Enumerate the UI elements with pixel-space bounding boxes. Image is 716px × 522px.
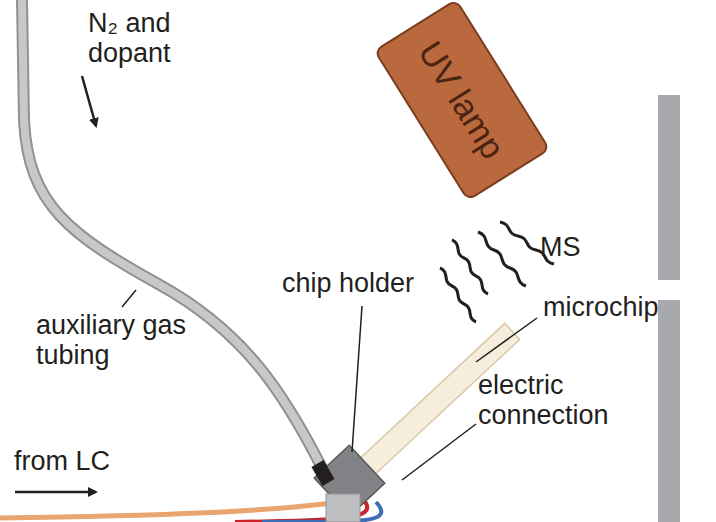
chip-holder-body <box>299 445 393 522</box>
tubing-fitting <box>311 460 334 486</box>
ms-wall <box>658 95 680 280</box>
part-label: chip holder <box>282 268 482 298</box>
flow-label: from LC <box>14 446 154 476</box>
uv-lamp-box: UV lamp <box>373 0 550 201</box>
lc-capillary <box>0 500 352 518</box>
part-label: microchip <box>543 292 703 322</box>
flow-arrow <box>82 76 96 126</box>
ms-label: MS <box>540 232 630 262</box>
node-text: UV lamp <box>411 34 513 165</box>
gas-tubing-edge <box>22 0 322 468</box>
gas-label: N₂ and dopant <box>88 8 192 68</box>
part-label: auxiliary gas tubing <box>36 310 188 370</box>
part-label: electric connection <box>478 370 638 430</box>
blue-wire <box>262 502 381 522</box>
gas-tubing <box>22 0 322 468</box>
uv-radiation <box>440 222 554 322</box>
ms-wall <box>658 300 680 522</box>
flow-arrow <box>15 491 96 494</box>
